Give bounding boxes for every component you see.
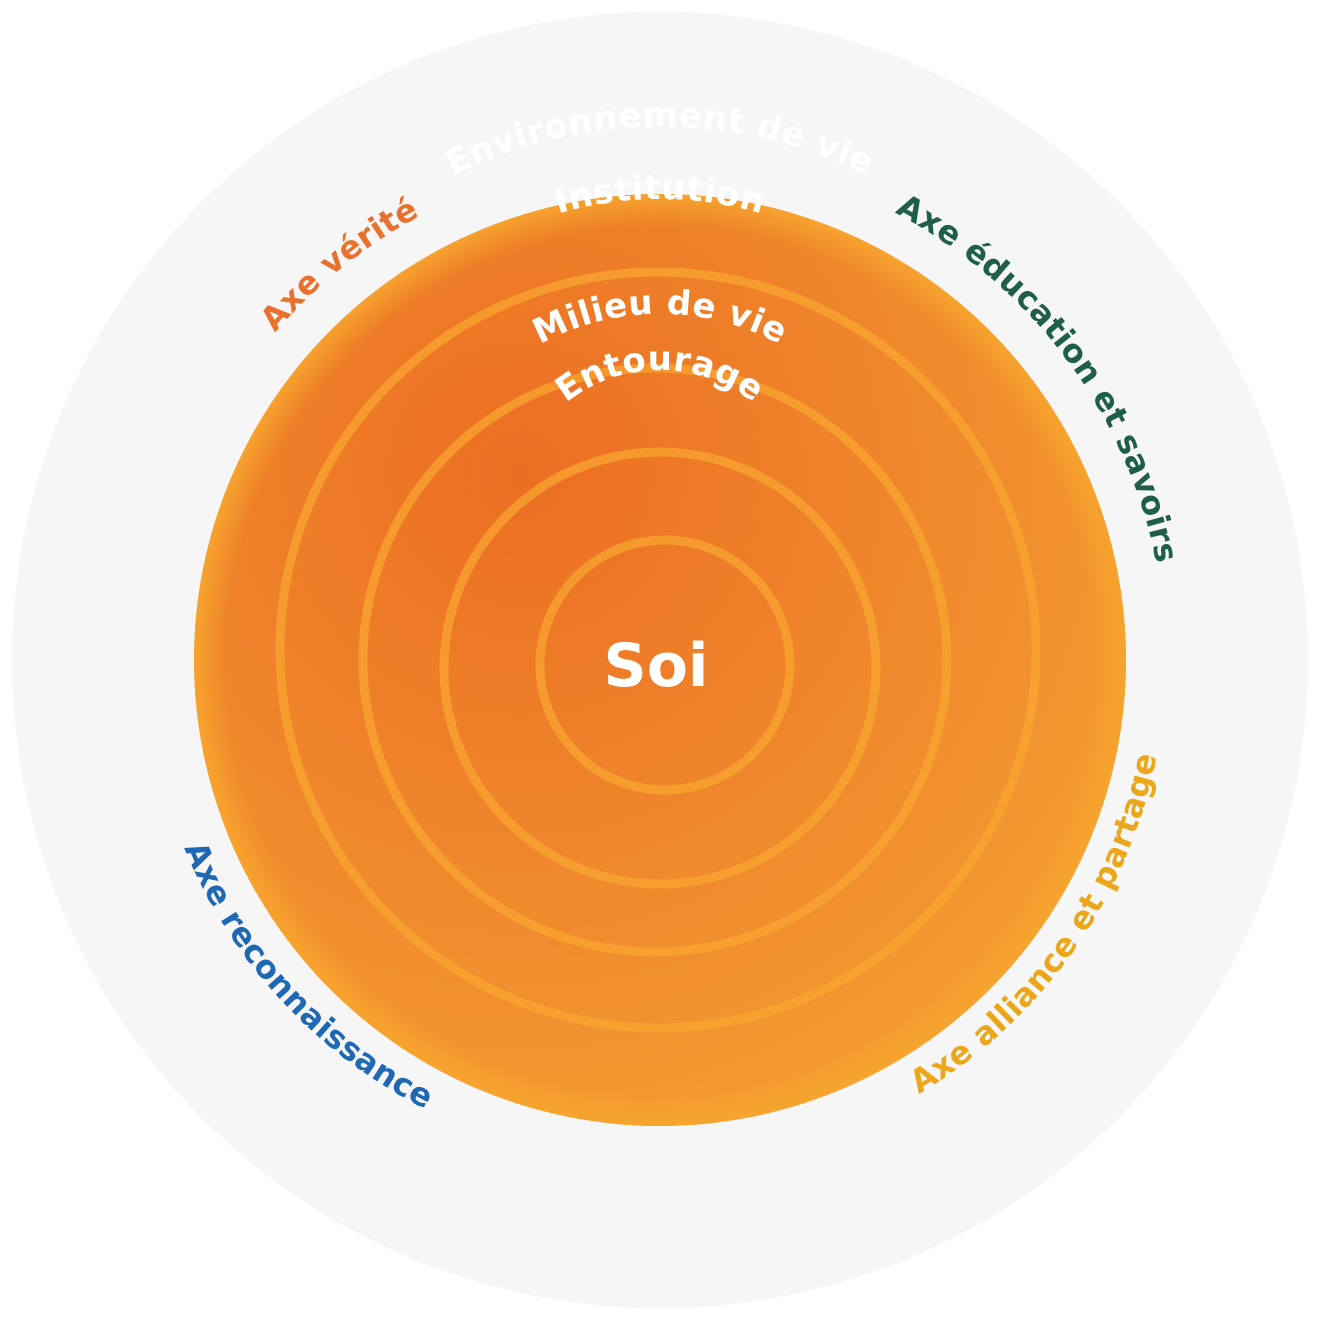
- sun-disc-edge: [194, 194, 1126, 1126]
- center-label: Soi: [604, 631, 709, 701]
- ring-line-environnement: [275, 267, 1041, 1033]
- ring-line-institution: [358, 363, 952, 957]
- ring-line-milieu: [439, 447, 881, 889]
- ring-line-entourage: [535, 535, 795, 795]
